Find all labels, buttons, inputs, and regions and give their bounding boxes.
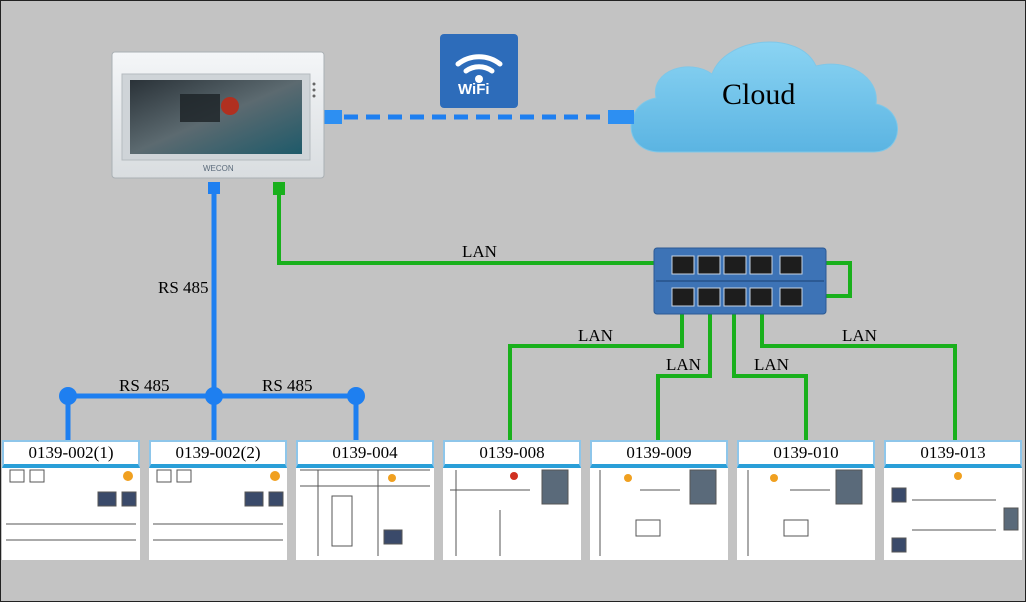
- rs485-node: [347, 387, 365, 405]
- rs485-right-label: RS 485: [262, 376, 313, 395]
- device-label-0139-002-1: 0139-002(1): [2, 440, 140, 468]
- lan-lines: [277, 195, 957, 440]
- lan-hmi-label: LAN: [462, 242, 497, 261]
- hmi-rs485-port: [208, 182, 220, 194]
- device-label-0139-002-2: 0139-002(2): [149, 440, 287, 468]
- device-panel: [884, 464, 1022, 560]
- rs485-node: [205, 387, 223, 405]
- device-label-0139-013: 0139-013: [884, 440, 1022, 468]
- device-panel: [2, 464, 140, 560]
- device-label-0139-010: 0139-010: [737, 440, 875, 468]
- device-label-0139-004: 0139-004: [296, 440, 434, 468]
- wifi-icon: [440, 34, 518, 108]
- hmi-wireless-port: [322, 110, 342, 124]
- device-panel: [296, 464, 434, 560]
- cloud-wireless-port: [608, 110, 634, 124]
- network-switch: [653, 247, 827, 315]
- hmi-panel: [111, 51, 325, 179]
- wifi-label: WiFi: [458, 81, 490, 98]
- cloud-shape: [630, 41, 898, 153]
- device-label-0139-008: 0139-008: [443, 440, 581, 468]
- device-label-0139-009: 0139-009: [590, 440, 728, 468]
- lan-010-label: LAN: [754, 355, 789, 374]
- rs485-left-label: RS 485: [119, 376, 170, 395]
- rs485-node: [59, 387, 77, 405]
- lan-013-label: LAN: [842, 326, 877, 345]
- lan-008-label: LAN: [578, 326, 613, 345]
- lan-009-label: LAN: [666, 355, 701, 374]
- device-panel: [149, 464, 287, 560]
- device-schematics: [6, 469, 1019, 556]
- cloud-label: Cloud: [722, 78, 796, 111]
- hmi-lan-port: [273, 182, 285, 195]
- hmi-brand: WECON: [203, 164, 234, 173]
- rs485-main-label: RS 485: [158, 278, 209, 297]
